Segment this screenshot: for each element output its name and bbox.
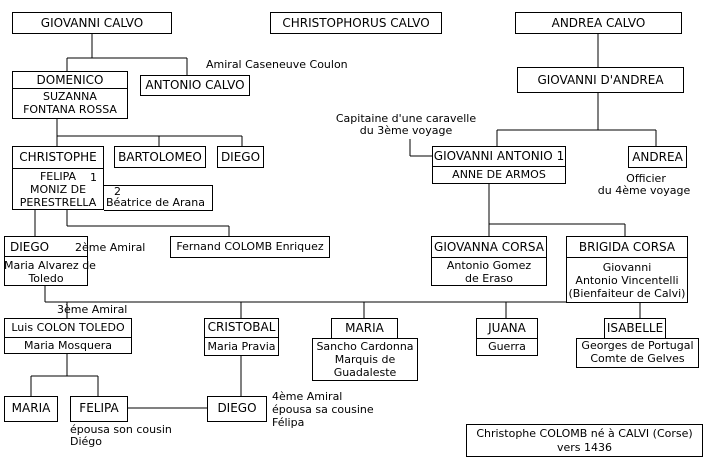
anne-de-armos-name: ANNE DE ARMOS	[452, 168, 546, 181]
giovanni-vincentelli-line2: Antonio Vincentelli	[575, 274, 679, 287]
antonio-calvo-box	[140, 75, 250, 96]
isabelle-name: ISABELLE	[606, 321, 664, 335]
amiral-note: Amiral Caseneuve Coulon	[206, 58, 348, 71]
domenico-divider	[12, 88, 128, 89]
diego-brother-box	[217, 146, 264, 168]
fernand-name: Fernand COLOMB Enriquez	[176, 240, 324, 253]
antonio-calvo-name: ANTONIO CALVO	[145, 78, 245, 92]
diego-son-title: 2ème Amiral	[75, 241, 146, 254]
sancho-box	[312, 338, 418, 381]
felipa-number: 1	[90, 171, 97, 184]
fourth-amiral-line2: épousa sa cousine	[272, 403, 374, 416]
cristobal-divider	[204, 337, 279, 338]
giovanni-calvo-name: GIOVANNI CALVO	[40, 16, 144, 30]
juana-box	[476, 318, 538, 356]
giovanna-corsa-divider	[431, 257, 547, 258]
sancho-line1: Sancho Cardonna	[316, 340, 414, 353]
giovanna-corsa-name: GIOVANNA CORSA	[434, 240, 544, 254]
andrea-name: ANDREA	[632, 150, 683, 164]
sancho-line3: Guadaleste	[333, 366, 397, 379]
felipa-line2: MONIZ DE	[29, 183, 87, 196]
diego-gc-box	[207, 396, 267, 422]
sancho-line2: Marquis de	[334, 353, 396, 366]
suzanna-line2: FONTANA ROSSA	[23, 103, 117, 116]
christophorus-calvo-name: CHRISTOPHORUS CALVO	[282, 16, 430, 30]
fourth-amiral-line1: 4ème Amiral	[272, 390, 343, 403]
capitaine-line2: du 3ème voyage	[359, 124, 453, 137]
georges-box	[576, 338, 699, 368]
felipa-line3: PERESTRELLA	[19, 196, 97, 209]
fernand-box	[170, 236, 330, 258]
diego-son-divider	[4, 256, 88, 257]
diego-brother-name: DIEGO	[220, 150, 261, 164]
epousa-line1: épousa son cousin	[70, 423, 172, 436]
maria-alvarez-line1: Maria Alvarez de	[4, 259, 96, 272]
maria-pravia-name: Maria Pravia	[207, 340, 276, 353]
brigida-corsa-divider	[566, 257, 688, 258]
andrea-calvo-box	[515, 12, 682, 34]
antonio-gomez-line2: de Eraso	[465, 272, 513, 285]
christophe-divider	[12, 168, 104, 169]
georges-line1: Georges de Portugal	[581, 339, 694, 352]
giovanni-dandrea-box	[517, 67, 684, 93]
andrea-calvo-name: ANDREA CALVO	[551, 16, 646, 30]
beatrice-box	[104, 185, 213, 211]
georges-line2: Comte de Gelves	[590, 352, 685, 365]
title-line2: vers 1436	[556, 441, 613, 454]
brigida-corsa-name: BRIGIDA CORSA	[578, 240, 676, 254]
beatrice-name: Béatrice de Arana	[106, 196, 206, 209]
christophe-name: CHRISTOPHE	[19, 150, 97, 164]
bartolomeo-name: BARTOLOMEO	[118, 150, 202, 164]
giovanni-antonio-box	[432, 146, 566, 184]
fourth-amiral-line3: Félipa	[272, 416, 305, 429]
maria-alvarez-line2: Toledo	[28, 272, 64, 285]
andrea-box	[628, 146, 687, 168]
diego-son-box	[4, 236, 88, 286]
luis-box	[4, 318, 132, 354]
maria-mosquera-name: Maria Mosquera	[24, 339, 112, 352]
christophorus-calvo-box	[270, 12, 442, 34]
cristobal-name: CRISTOBAL	[207, 320, 276, 334]
officier-line2: du 4ème voyage	[597, 184, 691, 197]
giovanni-antonio-name: GIOVANNI ANTONIO 1	[433, 149, 565, 163]
domenico-name: DOMENICO	[36, 73, 104, 87]
felipa-gc-name: FELIPA	[79, 401, 119, 415]
giovanni-antonio-divider	[432, 166, 566, 167]
luis-name: Luis COLON TOLEDO	[11, 321, 125, 334]
beatrice-number: 2	[114, 185, 121, 198]
capitaine-line1: Capitaine d'une caravelle	[335, 112, 477, 125]
maria-gc-name: MARIA	[11, 401, 51, 415]
giovanna-corsa-box	[431, 236, 547, 286]
felipa-line1: FELIPA	[39, 170, 77, 183]
antonio-gomez-line1: Antonio Gomez	[446, 259, 532, 272]
domenico-box	[12, 71, 128, 119]
juana-name: JUANA	[488, 321, 526, 335]
bartolomeo-box	[114, 146, 206, 168]
diego-gc-name: DIEGO	[217, 401, 257, 415]
giovanni-dandrea-name: GIOVANNI D'ANDREA	[537, 73, 664, 87]
giovanni-vincentelli-line3: (Bienfaiteur de Calvi)	[568, 287, 686, 300]
suzanna-line1: SUZANNA	[43, 90, 97, 103]
christophe-box	[12, 146, 104, 210]
giovanni-calvo-box	[12, 12, 172, 34]
giovanni-vincentelli-line1: Giovanni	[602, 261, 652, 274]
felipa-gc-box	[70, 396, 128, 422]
title-line1: Christophe COLOMB né à CALVI (Corse)	[476, 427, 693, 440]
maria-child-name: MARIA	[345, 321, 384, 335]
maria-gc-box	[4, 396, 58, 422]
juana-divider	[476, 338, 538, 339]
brigida-corsa-box	[566, 236, 688, 303]
guerra-name: Guerra	[488, 340, 526, 353]
luis-divider	[4, 337, 132, 338]
third-amiral-label: 3ème Amiral	[57, 303, 128, 316]
officier-line1: Officier	[626, 172, 666, 185]
diego-son-name: DIEGO	[10, 240, 50, 254]
title-box	[466, 424, 703, 457]
epousa-line2: Diégo	[70, 435, 103, 448]
